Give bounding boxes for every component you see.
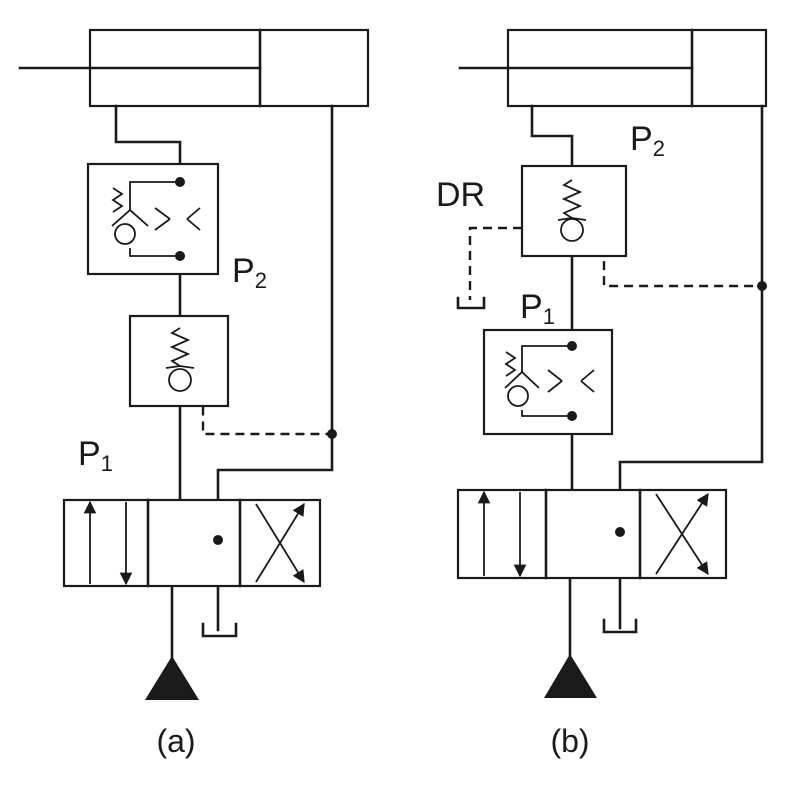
- caption-a: (a): [156, 723, 195, 759]
- label-p1-b-sub: 1: [543, 304, 555, 329]
- circuit-b: DR P1 P2 (b): [436, 28, 768, 759]
- svg-text:P2: P2: [630, 120, 665, 161]
- piping-b: [456, 104, 764, 692]
- svg-text:P1: P1: [78, 435, 113, 476]
- cylinder-a: [18, 28, 370, 108]
- label-p1-b: P: [520, 288, 543, 326]
- label-p2-a: P: [232, 252, 255, 290]
- svg-text:P1: P1: [520, 288, 555, 329]
- pump-b: [544, 654, 597, 698]
- pump-a: [145, 656, 199, 700]
- label-p2-b-sub: 2: [653, 136, 665, 161]
- cylinder-b: [458, 28, 768, 108]
- flow-control-valve-b: [482, 328, 614, 436]
- caption-b: (b): [550, 723, 589, 759]
- label-p2-b: P: [630, 120, 653, 158]
- directional-valve-b: [456, 488, 728, 580]
- directional-valve-a: [62, 498, 322, 588]
- label-p2-a-sub: 2: [255, 268, 267, 293]
- sequence-valve-b: [520, 164, 628, 258]
- label-dr-b: DR: [436, 176, 485, 214]
- svg-text:P2: P2: [232, 252, 267, 293]
- label-p1-a-sub: 1: [101, 451, 113, 476]
- flow-control-valve-a: [86, 162, 220, 276]
- circuit-a: P1 P2 (a): [18, 28, 370, 759]
- sequence-valve-a: [128, 314, 230, 408]
- label-p1-a: P: [78, 435, 101, 473]
